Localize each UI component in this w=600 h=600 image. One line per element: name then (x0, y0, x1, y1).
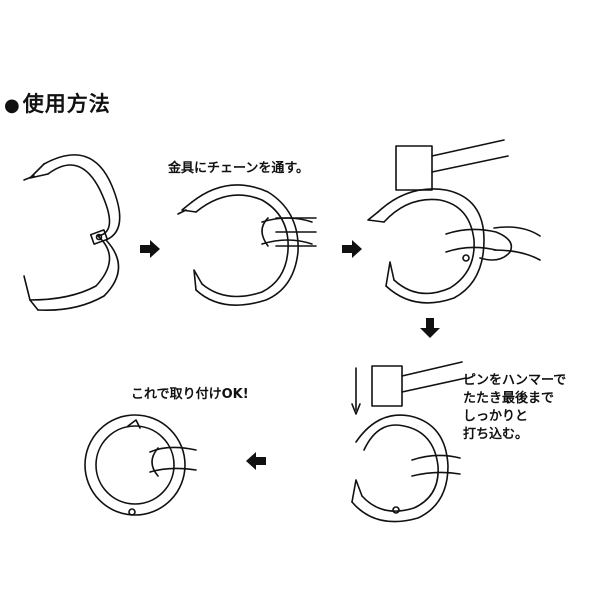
bullet-icon: ● (4, 95, 21, 116)
right-arrow-icon (342, 240, 362, 258)
open-ring-illustration (23, 154, 121, 312)
hammer-ring-illustration (367, 139, 541, 304)
section-title: ●使用方法 (4, 88, 111, 118)
caption-line: たたき最後まで (463, 391, 555, 406)
caption-line: 打ち込む。 (463, 427, 529, 442)
left-arrow-icon (246, 452, 266, 470)
step-caption-thread-chain: 金具にチェーンを通す。 (168, 161, 310, 176)
right-arrow-icon (140, 240, 160, 258)
hammer-strike-illustration (351, 361, 467, 523)
down-arrow-icon (420, 318, 440, 338)
finished-ring-illustration (84, 414, 197, 516)
caption-line: ピンをハンマーで (463, 373, 567, 388)
step-caption-done: これで取り付けOK! (131, 387, 249, 402)
section-title-text: 使用方法 (22, 92, 111, 116)
ring-with-chain-illustration (177, 184, 317, 306)
caption-line: しっかりと (463, 409, 529, 424)
step-caption-hammer-pin: ピンをハンマーで たたき最後まで しっかりと 打ち込む。 (463, 372, 566, 444)
